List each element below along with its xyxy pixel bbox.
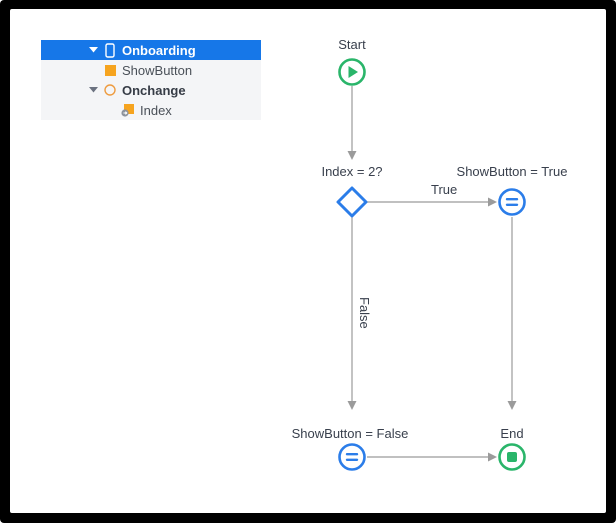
- start-node-label: Start: [338, 37, 366, 52]
- edge-settrue-to-end[interactable]: [507, 217, 517, 410]
- end-node-label: End: [500, 426, 524, 441]
- nanoflow-canvas[interactable]: Onboarding ShowButton Onchange: [10, 9, 606, 513]
- change-variable-node-true[interactable]: [498, 188, 526, 216]
- true-branch-label: True: [431, 182, 458, 197]
- tree-item-showbutton[interactable]: ShowButton: [41, 60, 261, 80]
- flow-diagram: [336, 58, 526, 471]
- false-branch-label: False: [357, 297, 372, 329]
- document-outline-tree: Onboarding ShowButton Onchange: [41, 40, 261, 120]
- tree-item-onchange[interactable]: Onchange: [41, 80, 261, 100]
- variable-icon: [121, 103, 134, 117]
- chevron-down-icon[interactable]: [86, 47, 100, 53]
- start-node[interactable]: [338, 58, 366, 86]
- change-false-node-label: ShowButton = False: [291, 426, 409, 441]
- decision-node[interactable]: [336, 186, 368, 218]
- edge-false-branch[interactable]: [347, 217, 357, 410]
- change-true-node-label: ShowButton = True: [456, 164, 568, 179]
- event-icon: [104, 84, 116, 96]
- tree-item-onboarding[interactable]: Onboarding: [41, 40, 261, 60]
- decision-node-label: Index = 2?: [321, 164, 383, 179]
- page-icon: [104, 42, 116, 58]
- edge-setfalse-to-end[interactable]: [367, 452, 497, 462]
- arrowhead-down-icon: [507, 401, 517, 410]
- tree-item-label: Index: [140, 102, 172, 118]
- tree-item-label: ShowButton: [122, 62, 193, 78]
- chevron-down-icon[interactable]: [86, 87, 100, 93]
- edge-start-to-decision[interactable]: [347, 86, 357, 160]
- edge-true-branch[interactable]: [367, 197, 497, 207]
- arrowhead-right-icon: [488, 197, 497, 207]
- end-node[interactable]: [498, 443, 526, 471]
- arrowhead-down-icon: [347, 401, 357, 410]
- stop-icon: [507, 452, 517, 462]
- tree-item-label: Onboarding: [122, 42, 196, 58]
- arrowhead-right-icon: [488, 452, 497, 462]
- play-icon: [348, 66, 358, 78]
- change-variable-node-false[interactable]: [338, 443, 366, 471]
- tree-item-index[interactable]: Index: [41, 100, 261, 120]
- attribute-icon: [104, 64, 116, 76]
- tree-item-label: Onchange: [122, 82, 186, 98]
- arrowhead-down-icon: [347, 151, 357, 160]
